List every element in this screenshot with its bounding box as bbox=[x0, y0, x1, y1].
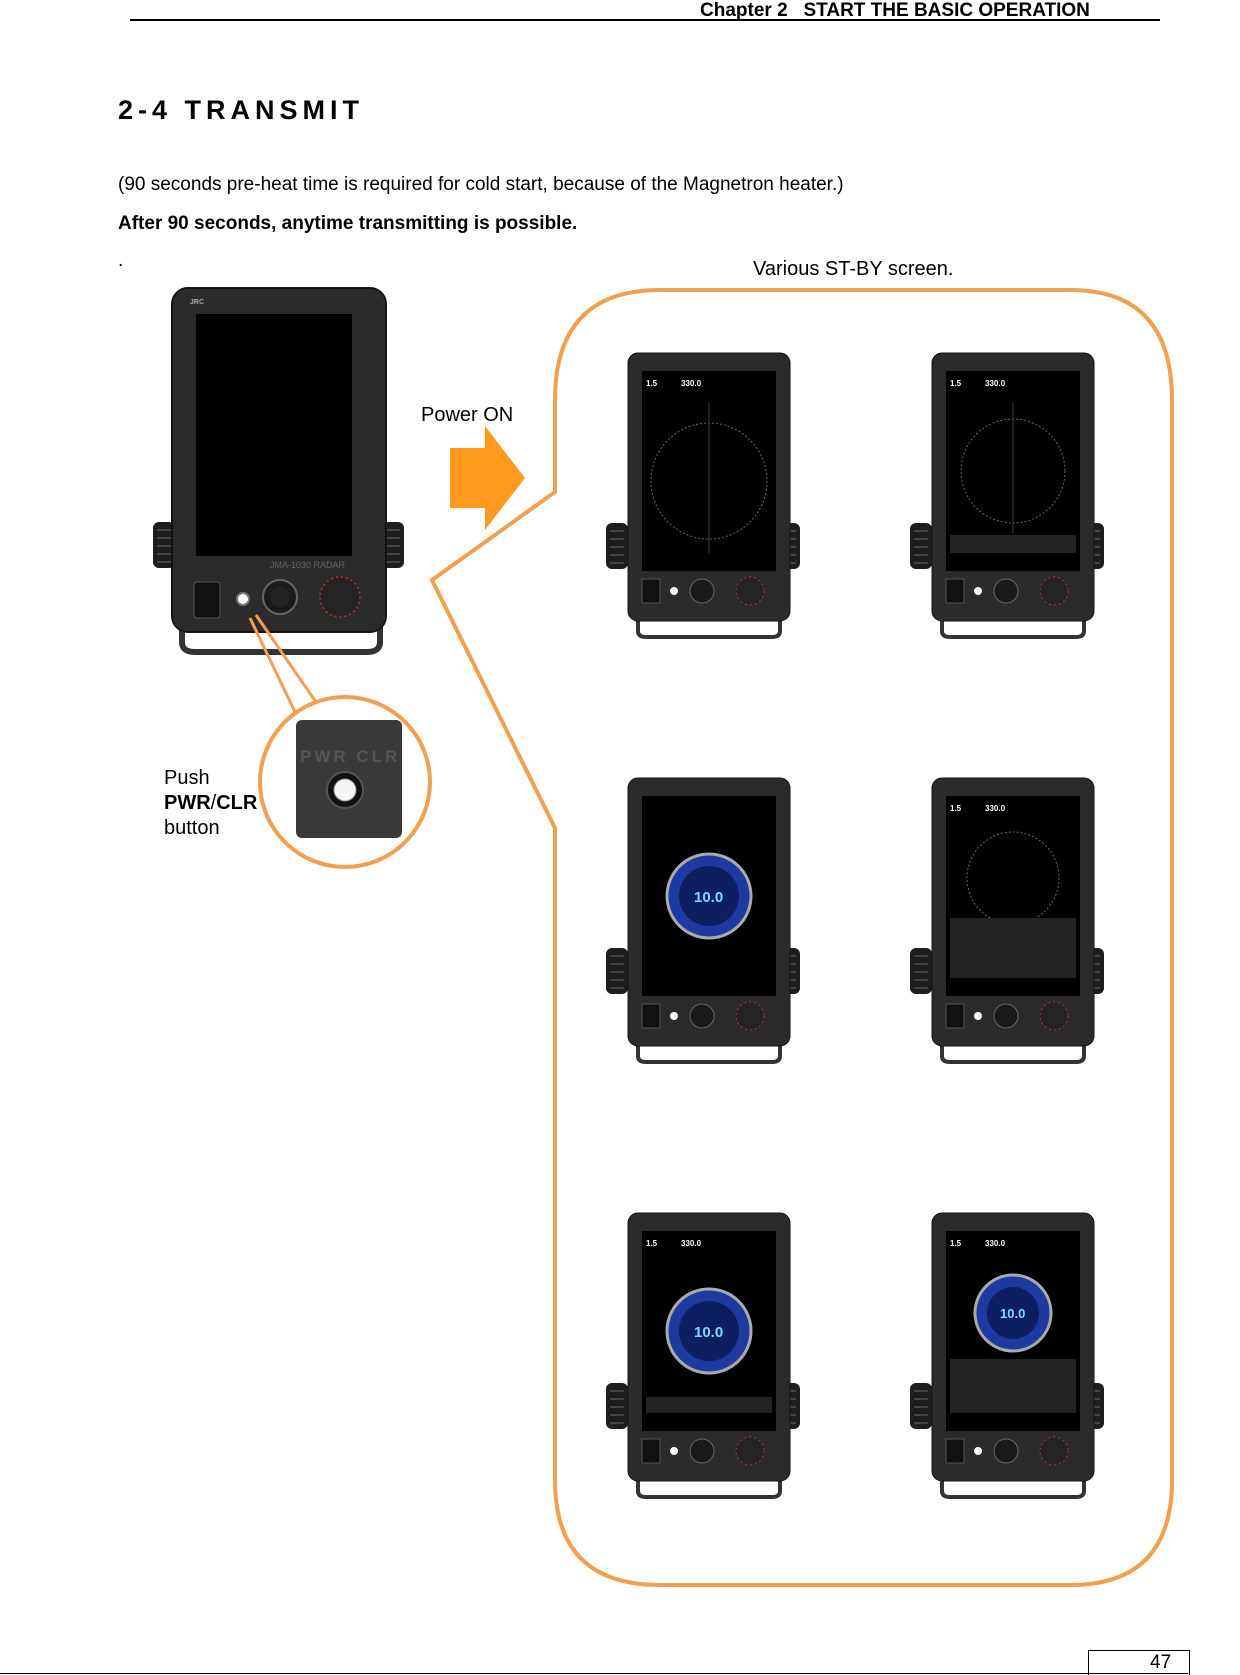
svg-text:10.0: 10.0 bbox=[694, 1324, 723, 1341]
svg-text:330.0: 330.0 bbox=[985, 804, 1006, 813]
running-header: Chapter 2 START THE BASIC OPERATION bbox=[700, 0, 1090, 22]
power-on-label: Power ON bbox=[421, 404, 514, 426]
standby-screen-4: 1.5 330.0 bbox=[909, 777, 1105, 1064]
standby-screen-5: 1.5 330.0 10.0 bbox=[605, 1212, 801, 1499]
stray-dot: . bbox=[118, 250, 124, 271]
header-rule bbox=[130, 19, 1160, 21]
power-on-arrow bbox=[450, 426, 525, 530]
model-label: JMA-1030 RADAR bbox=[270, 560, 346, 570]
transmit-note: After 90 seconds, anytime transmitting i… bbox=[118, 213, 578, 234]
standby-screen-6: 1.5 330.0 10.0 bbox=[909, 1212, 1105, 1499]
preheat-note: (90 seconds pre-heat time is required fo… bbox=[118, 174, 844, 195]
standby-screen-2: 1.5 330.0 bbox=[909, 352, 1105, 639]
svg-text:1.5: 1.5 bbox=[950, 1239, 962, 1248]
svg-text:330.0: 330.0 bbox=[681, 379, 702, 388]
standby-screen-1: 1.5 330.0 bbox=[605, 352, 801, 639]
svg-text:330.0: 330.0 bbox=[985, 379, 1006, 388]
standby-screens-outline bbox=[429, 288, 1174, 1587]
page-number: 47 bbox=[1150, 1652, 1172, 1673]
svg-text:1.5: 1.5 bbox=[646, 379, 658, 388]
brand-logo: JRC bbox=[190, 299, 204, 306]
svg-text:1.5: 1.5 bbox=[646, 1239, 658, 1248]
pwr-clr-button[interactable] bbox=[333, 778, 357, 802]
svg-text:330.0: 330.0 bbox=[681, 1239, 702, 1248]
standby-screens-label: Various ST-BY screen. bbox=[753, 258, 954, 280]
push-pwr-clr-label: Push PWR/CLR button bbox=[164, 766, 257, 841]
svg-text:330.0: 330.0 bbox=[985, 1239, 1006, 1248]
section-title: 2-4 TRANSMIT bbox=[118, 95, 365, 125]
svg-text:1.5: 1.5 bbox=[950, 379, 962, 388]
standby-screen-3: 10.0 bbox=[605, 777, 801, 1064]
svg-text:10.0: 10.0 bbox=[694, 889, 723, 906]
page-number-box bbox=[1088, 1650, 1190, 1675]
push-text: Push bbox=[164, 767, 210, 789]
svg-text:10.0: 10.0 bbox=[1000, 1306, 1025, 1321]
button-text: button bbox=[164, 817, 220, 839]
pwr-clr-text: PWR/CLR bbox=[164, 792, 258, 814]
radar-display-unit: JRC JMA-1030 RADAR bbox=[152, 287, 405, 655]
chapter-title: START THE BASIC OPERATION bbox=[803, 0, 1090, 21]
pwr-clr-key-label: PWR CLR bbox=[300, 747, 400, 766]
svg-text:1.5: 1.5 bbox=[950, 804, 962, 813]
chapter-label: Chapter 2 bbox=[700, 0, 788, 21]
